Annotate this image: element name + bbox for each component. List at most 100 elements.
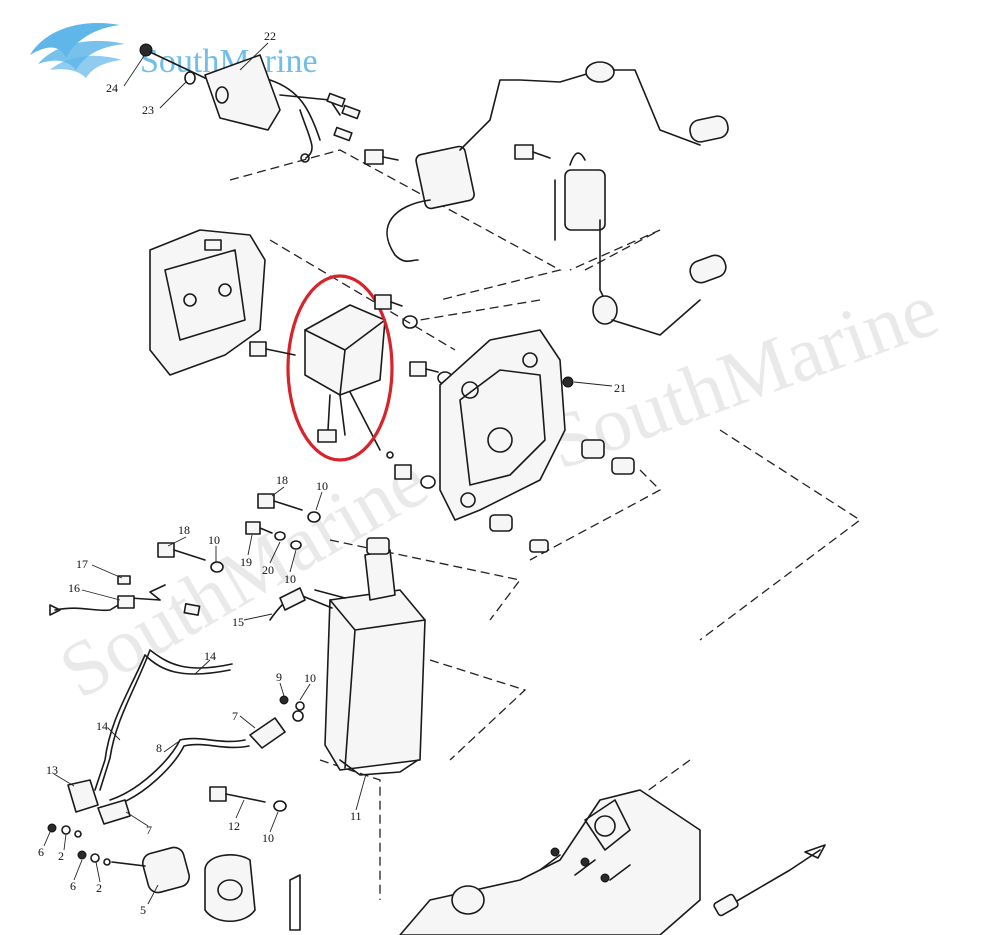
callout-14-lower: 14: [96, 719, 108, 733]
part-13-boot: [67, 779, 99, 813]
part-7-boot-upper: [249, 717, 286, 749]
leader-11: [355, 773, 367, 811]
guide-line-ignition: [229, 149, 562, 301]
rubber-mount-body: [204, 854, 256, 922]
part-14-cable: [94, 654, 231, 791]
engine-bolt-3: [600, 873, 610, 883]
washer-10-mid: [290, 540, 302, 550]
leader-2a: [63, 833, 67, 851]
guide-line-starter-side: [429, 659, 527, 761]
sensor-wire: [729, 849, 821, 906]
bolt-coil-2-shank: [532, 151, 551, 159]
coil-bolts: [364, 144, 551, 165]
bolt-cdi-left-shank: [265, 348, 296, 356]
leader-10a: [315, 491, 323, 511]
bolt-18-upper-head: [257, 493, 275, 509]
sensor-lead: [713, 844, 826, 917]
plate-hole-3: [522, 352, 538, 368]
callout-9: 9: [276, 670, 282, 684]
ring-terminal: [300, 153, 310, 163]
bolt-18-lower-shank: [173, 549, 206, 561]
cdi-unit: [304, 304, 394, 459]
plate-hole-2: [487, 427, 513, 453]
engine-block-ribs: [539, 854, 631, 881]
wire-connector-3: [333, 126, 353, 142]
ignition-module-hole: [215, 86, 229, 104]
leader-10e: [269, 811, 279, 833]
leader-15: [243, 613, 273, 621]
engine-mount-hole: [594, 815, 616, 837]
bolt-18-upper-shank: [273, 500, 303, 511]
bracket-tab: [204, 239, 222, 251]
highlight-circle: [286, 274, 394, 462]
bolt-coil-1: [364, 149, 384, 165]
leader-5: [147, 884, 159, 905]
callout-12: 12: [228, 819, 240, 833]
leader-14a: [194, 659, 211, 675]
bolt-cdi-left: [249, 341, 267, 357]
leader-16: [81, 589, 121, 601]
bolt-18-lower-head: [157, 542, 175, 558]
washer-10-lower: [210, 561, 224, 573]
engine-block-partial: [399, 789, 701, 935]
callout-2-upper: 2: [58, 849, 64, 863]
wire-tip: [49, 604, 61, 616]
bracket-inner: [164, 249, 246, 341]
leader-18a: [271, 486, 285, 497]
washer-20: [274, 531, 286, 541]
ignition-module-body: [204, 54, 281, 131]
bolt-cdi-top-shank: [390, 301, 403, 307]
relay-stud: [111, 861, 146, 867]
guide-line-bracket: [269, 239, 456, 351]
part-22-ignition-module: [204, 54, 361, 163]
callout-6-lower: 6: [70, 879, 76, 893]
part-6-nut-upper: [47, 823, 57, 833]
leader-20: [269, 541, 281, 564]
callout-5: 5: [140, 903, 146, 917]
coil-right-body: [564, 169, 606, 231]
callout-10-mid: 10: [284, 572, 296, 586]
part-2-washer-lower: [90, 853, 100, 863]
callout-6-upper: 6: [38, 845, 44, 859]
part-7-boot-lower: [97, 799, 131, 825]
leader-9: [279, 682, 285, 697]
mounting-plate: [439, 329, 635, 553]
part-5-starter-relay: [111, 846, 191, 894]
bracket-hole-1: [183, 293, 197, 307]
bolt-cdi-low: [394, 464, 412, 480]
callout-17: 17: [76, 557, 88, 571]
part-24-bolt: [139, 43, 206, 79]
part-8-cable-outer: [113, 743, 250, 807]
engine-bolt-2: [580, 857, 590, 867]
bolt-19-shank: [259, 527, 273, 534]
part-9-nut: [279, 695, 289, 705]
rubber-mount-hole: [217, 879, 243, 901]
callout-11: 11: [350, 809, 362, 823]
starter-fasteners: [157, 493, 321, 812]
guide-line-starter-top: [329, 539, 522, 621]
spark-plug-cap-lower: [689, 254, 727, 284]
starter-relay-fasteners: [47, 823, 111, 866]
bracket-hole-2: [218, 283, 232, 297]
leader-8: [163, 741, 179, 753]
collar-4: [529, 539, 549, 553]
leader-2b: [95, 861, 101, 883]
part-17-fuse: [117, 575, 131, 585]
coil-left-body: [415, 145, 475, 210]
part-15-boot: [279, 587, 306, 611]
ignition-coil-left: [386, 61, 729, 263]
flywheel-shaft: [451, 885, 485, 915]
callout-22: 22: [264, 29, 276, 43]
part-6-nut-lower: [77, 850, 87, 860]
leader-10d: [299, 683, 311, 701]
washer-cdi-top: [402, 315, 418, 329]
callout-14-upper: 14: [204, 649, 216, 663]
leader-12: [235, 799, 245, 819]
part-2-washer-upper: [61, 825, 71, 835]
callout-10-left: 10: [208, 533, 220, 547]
part-21-nut: [562, 376, 574, 388]
cable-grommet: [585, 61, 615, 83]
leader-19: [247, 534, 253, 556]
callout-23: 23: [142, 103, 154, 117]
